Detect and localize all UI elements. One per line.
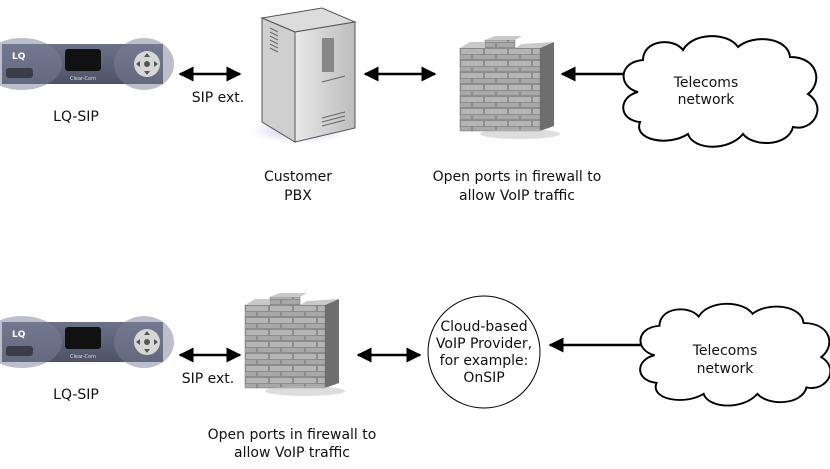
provider-label-line1: Cloud-based: [440, 319, 527, 335]
top-lq-sip-device: LQ Clear-Com: [0, 38, 174, 90]
bottom-lq-sip-device: LQ Clear-Com: [0, 316, 174, 368]
device-brand: LQ: [12, 330, 26, 340]
top-firewall-label-line2: allow VoIP traffic: [459, 188, 575, 204]
bottom-cloud-label-line2: network: [697, 361, 755, 377]
bottom-device-label: LQ-SIP: [53, 387, 99, 403]
top-device-label: LQ-SIP: [53, 109, 99, 125]
bottom-firewall-label-line1: Open ports in firewall to: [208, 427, 377, 443]
pbx-label-line2: PBX: [284, 188, 312, 204]
provider-label-line2: VoIP Provider,: [436, 336, 532, 352]
bottom-sip-ext-label: SIP ext.: [182, 371, 235, 387]
bottom-firewall-label-line2: allow VoIP traffic: [234, 445, 350, 461]
device-brand: LQ: [12, 52, 26, 62]
device-maker: Clear-Com: [70, 354, 96, 360]
pbx-label-line1: Customer: [264, 169, 332, 185]
bottom-firewall-icon: [244, 292, 346, 397]
voip-provider-circle: [427, 295, 541, 409]
top-sip-ext-label: SIP ext.: [192, 90, 245, 106]
top-cloud-label-line1: Telecoms: [673, 75, 738, 91]
bottom-cloud-label-line1: Telecoms: [692, 343, 757, 359]
device-maker: Clear-Com: [70, 76, 96, 82]
top-firewall-label-line1: Open ports in firewall to: [433, 169, 602, 185]
provider-label-line4: OnSIP: [463, 370, 504, 386]
top-firewall-icon: [459, 35, 561, 140]
pbx-server-icon: [250, 7, 357, 144]
top-cloud-label-line2: network: [678, 92, 736, 108]
provider-label-line3: for example:: [440, 353, 529, 369]
